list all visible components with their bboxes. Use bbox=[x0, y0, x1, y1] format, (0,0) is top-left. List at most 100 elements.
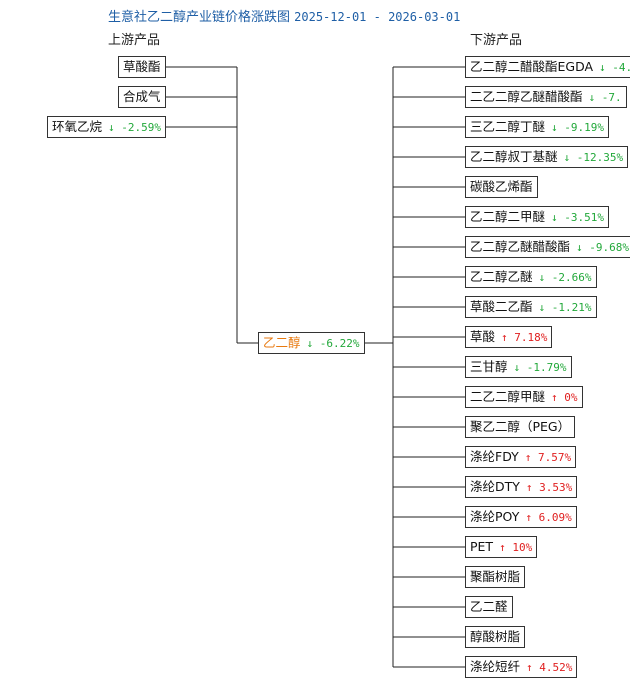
node-label: 乙二醇乙醚 bbox=[470, 269, 533, 284]
node-change: ↓ -2.59% bbox=[108, 121, 161, 134]
node-change: ↓ -7. bbox=[589, 91, 622, 104]
node-change: ↓ -1.21% bbox=[539, 301, 592, 314]
change-value: -12.35% bbox=[570, 151, 624, 164]
down-arrow-icon: ↓ bbox=[588, 91, 596, 104]
change-value: -9.19% bbox=[557, 121, 604, 134]
node-label: 聚酯树脂 bbox=[470, 569, 521, 584]
change-value: -1.21% bbox=[545, 301, 592, 314]
node-change: ↑ 7.18% bbox=[501, 331, 547, 344]
downstream-node[interactable]: 三甘醇 ↓ -1.79% bbox=[465, 356, 572, 378]
node-label: 二乙二醇乙醚醋酸酯 bbox=[470, 89, 583, 104]
chart-title: 生意社乙二醇产业链价格涨跌图 2025-12-01 - 2026-03-01 bbox=[108, 6, 460, 25]
downstream-node[interactable]: 乙二醛 bbox=[465, 596, 513, 618]
change-value: 7.18% bbox=[507, 331, 548, 344]
downstream-node[interactable]: 醇酸树脂 bbox=[465, 626, 526, 648]
node-label: 草酸酯 bbox=[123, 59, 161, 74]
up-arrow-icon: ↑ bbox=[525, 481, 533, 494]
change-value: 10% bbox=[505, 541, 533, 554]
chart-title-text: 生意社乙二醇产业链价格涨跌图 bbox=[108, 10, 291, 25]
node-change: ↑ 4.52% bbox=[526, 661, 572, 674]
change-value: -2.66% bbox=[545, 271, 592, 284]
node-label: 乙二醇乙醚醋酸酯 bbox=[470, 239, 571, 254]
downstream-node[interactable]: 乙二醇二醋酸酯EGDA↓ -4. bbox=[465, 56, 630, 78]
upstream-node[interactable]: 合成气 bbox=[118, 86, 166, 108]
node-label: 合成气 bbox=[123, 89, 161, 104]
change-value: -9.68% bbox=[582, 241, 629, 254]
change-value: 0% bbox=[557, 391, 578, 404]
change-value: 4.52% bbox=[532, 661, 573, 674]
node-change: ↓ -4. bbox=[599, 61, 630, 74]
node-label: 乙二醇二甲醚 bbox=[470, 209, 546, 224]
node-change: ↑ 3.53% bbox=[526, 481, 572, 494]
node-label: 三甘醇 bbox=[470, 359, 508, 374]
node-label: 涤纶FDY bbox=[470, 449, 519, 464]
upstream-header: 上游产品 bbox=[108, 33, 161, 48]
down-arrow-icon: ↓ bbox=[551, 121, 558, 134]
downstream-node[interactable]: 涤纶POY↑ 6.09% bbox=[465, 506, 577, 528]
node-label: 醇酸树脂 bbox=[470, 629, 521, 644]
up-arrow-icon: ↑ bbox=[526, 661, 533, 674]
down-arrow-icon: ↓ bbox=[551, 211, 558, 224]
center-node-change: ↓ -6.22% bbox=[307, 337, 360, 350]
change-value: 6.09% bbox=[531, 511, 572, 524]
upstream-node[interactable]: 环氧乙烷 ↓ -2.59% bbox=[47, 116, 166, 138]
up-arrow-icon: ↑ bbox=[499, 541, 506, 554]
down-arrow-icon: ↓ bbox=[599, 61, 606, 74]
up-arrow-icon: ↑ bbox=[525, 511, 532, 524]
node-change: ↓ -2.66% bbox=[539, 271, 592, 284]
node-change: ↑ 0% bbox=[551, 391, 578, 404]
downstream-node[interactable]: PET ↑ 10% bbox=[465, 536, 538, 558]
downstream-node[interactable]: 二乙二醇甲醚 ↑ 0% bbox=[465, 386, 583, 408]
up-arrow-icon: ↑ bbox=[501, 331, 508, 344]
change-value: 7.57% bbox=[531, 451, 572, 464]
downstream-header: 下游产品 bbox=[470, 33, 523, 48]
node-label: 二乙二醇甲醚 bbox=[470, 389, 546, 404]
node-label: 草酸 bbox=[470, 329, 496, 344]
downstream-node[interactable]: 草酸 ↑ 7.18% bbox=[465, 326, 553, 348]
node-change: ↑ 10% bbox=[499, 541, 532, 554]
node-change: ↓ -12.35% bbox=[564, 151, 624, 164]
downstream-node[interactable]: 聚酯树脂 bbox=[465, 566, 526, 588]
downstream-node[interactable]: 聚乙二醇（PEG） bbox=[465, 416, 576, 438]
downstream-node[interactable]: 乙二醇乙醚醋酸酯 ↓ -9.68% bbox=[465, 236, 630, 258]
downstream-node[interactable]: 乙二醇二甲醚 ↓ -3.51% bbox=[465, 206, 609, 228]
change-value: -7. bbox=[595, 91, 622, 104]
downstream-node[interactable]: 碳酸乙烯酯 bbox=[465, 176, 538, 198]
down-arrow-icon: ↓ bbox=[538, 271, 546, 284]
down-arrow-icon: ↓ bbox=[576, 241, 583, 254]
node-label: 涤纶短纤 bbox=[470, 659, 521, 674]
downstream-node[interactable]: 乙二醇乙醚 ↓ -2.66% bbox=[465, 266, 597, 288]
node-change: ↓ -9.19% bbox=[551, 121, 604, 134]
node-label: PET bbox=[470, 539, 494, 554]
node-change: ↑ 6.09% bbox=[525, 511, 571, 524]
node-change: ↓ -1.79% bbox=[514, 361, 567, 374]
up-arrow-icon: ↑ bbox=[551, 391, 558, 404]
downstream-node[interactable]: 二乙二醇乙醚醋酸酯 ↓ -7. bbox=[465, 86, 627, 108]
change-value: 3.53% bbox=[532, 481, 573, 494]
change-value: -1.79% bbox=[520, 361, 567, 374]
change-value: -2.59% bbox=[114, 121, 161, 134]
downstream-node[interactable]: 三乙二醇丁醚↓ -9.19% bbox=[465, 116, 609, 138]
node-change: ↑ 7.57% bbox=[525, 451, 571, 464]
downstream-node[interactable]: 涤纶短纤 ↑ 4.52% bbox=[465, 656, 578, 678]
change-value: -4. bbox=[605, 61, 630, 74]
center-node-label: 乙二醇 bbox=[263, 335, 301, 350]
up-arrow-icon: ↑ bbox=[524, 451, 532, 464]
center-node-ethylene-glycol[interactable]: 乙二醇 ↓ -6.22% bbox=[258, 332, 365, 354]
down-arrow-icon: ↓ bbox=[108, 121, 115, 134]
downstream-node[interactable]: 涤纶FDY ↑ 7.57% bbox=[465, 446, 577, 468]
upstream-node[interactable]: 草酸酯 bbox=[118, 56, 166, 78]
downstream-node[interactable]: 乙二醇叔丁基醚 ↓ -12.35% bbox=[465, 146, 629, 168]
date-range: 2025-12-01 - 2026-03-01 bbox=[294, 10, 461, 24]
downstream-node[interactable]: 草酸二乙酯↓ -1.21% bbox=[465, 296, 597, 318]
node-label: 涤纶DTY bbox=[470, 479, 520, 494]
down-arrow-icon: ↓ bbox=[306, 337, 314, 350]
down-arrow-icon: ↓ bbox=[513, 361, 521, 374]
downstream-node[interactable]: 涤纶DTY ↑ 3.53% bbox=[465, 476, 578, 498]
node-label: 聚乙二醇（PEG） bbox=[470, 419, 571, 434]
node-label: 环氧乙烷 bbox=[52, 119, 103, 134]
node-label: 乙二醇叔丁基醚 bbox=[470, 149, 558, 164]
center-change-value: -6.22% bbox=[319, 337, 360, 350]
node-change: ↓ -3.51% bbox=[551, 211, 604, 224]
